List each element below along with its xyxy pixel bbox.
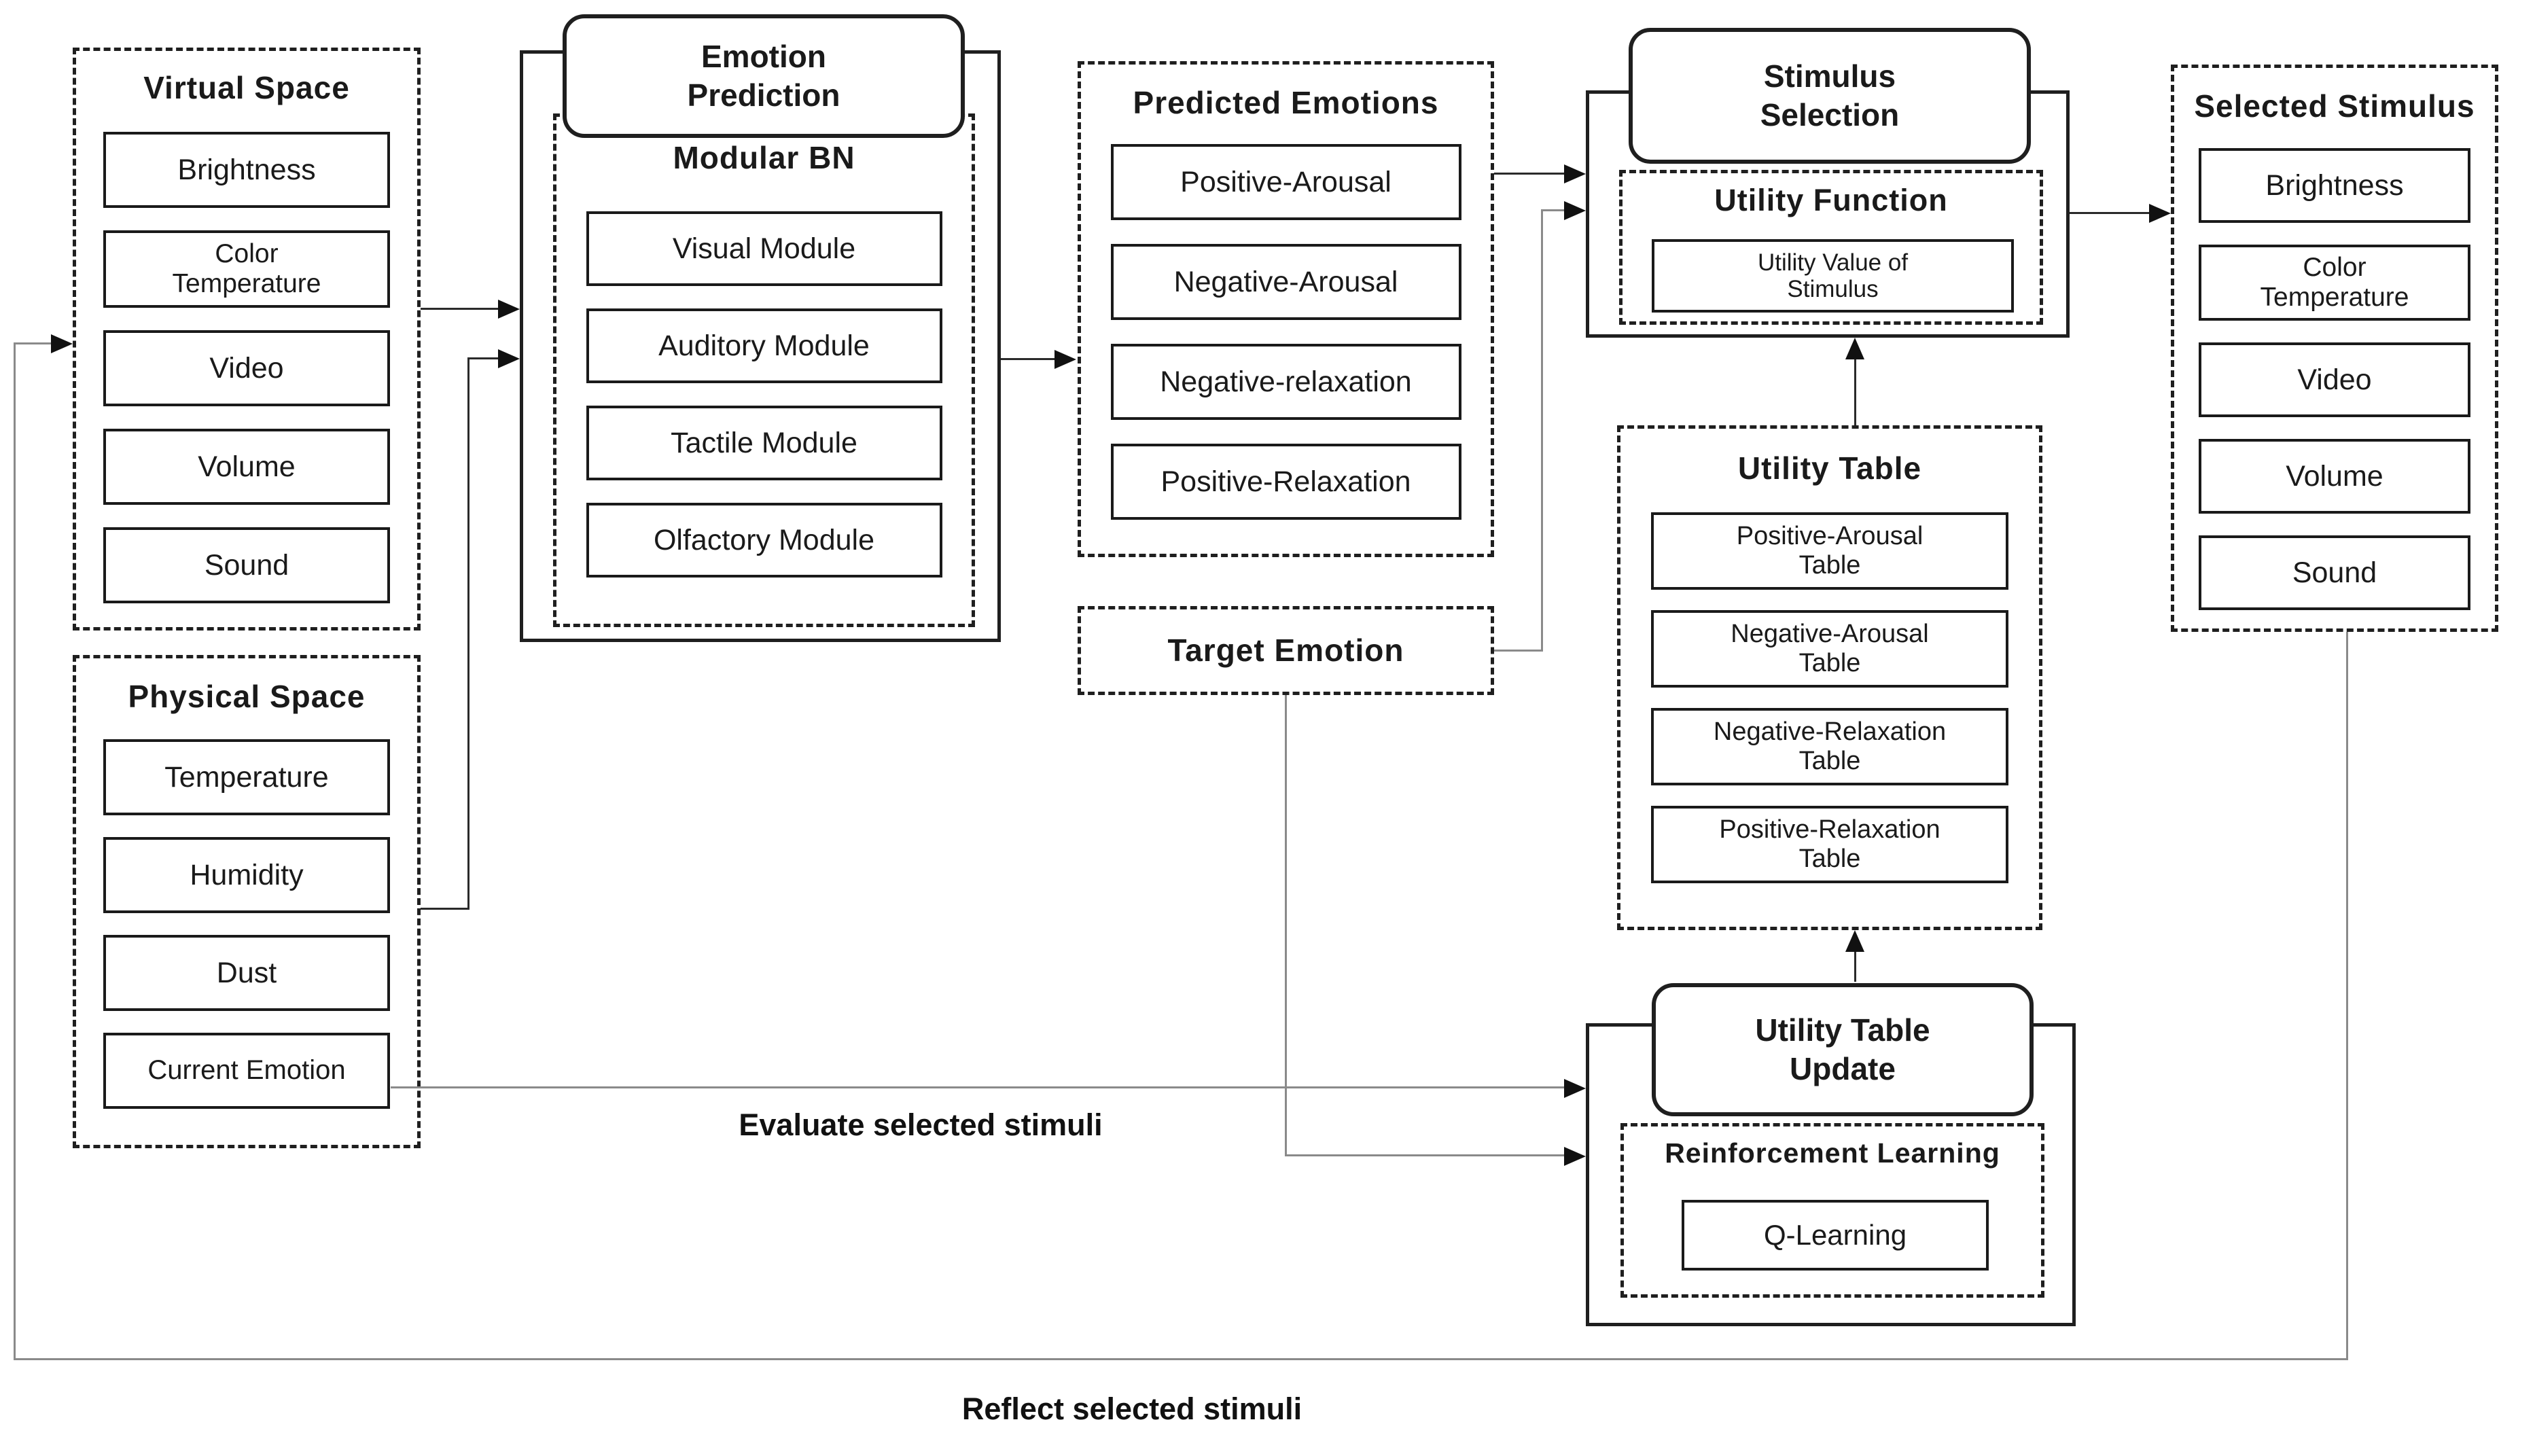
connector-feedback-entry-line [14,342,52,344]
selected-stimulus-title: Selected Stimulus [2194,88,2475,124]
modular-bn-group: Modular BN Visual Module Auditory Module… [553,113,975,627]
connector-feedback-right-riser [2346,632,2348,1360]
module-olfactory: Olfactory Module [586,502,942,578]
predicted-emotion-positive-arousal: Positive-Arousal [1110,143,1461,220]
virtual-space-item-volume: Volume [103,428,390,505]
selected-stimulus-item-volume: Volume [2199,438,2470,514]
connector-feedback-arrowhead [51,334,73,353]
module-auditory: Auditory Module [586,308,942,383]
emotion-prediction-tab: Emotion Prediction [563,14,965,138]
virtual-space-item-brightness: Brightness [103,131,390,208]
connector-table-to-selection-arrowhead [1845,338,1864,359]
selected-stimulus-item-sound: Sound [2199,535,2470,610]
reflect-selected-stimuli-label: Reflect selected stimuli [961,1391,1302,1426]
connector-table-to-selection-line [1854,358,1856,425]
virtual-space-item-sound: Sound [103,527,390,603]
connector-physical-to-prediction-seg2 [467,357,499,359]
virtual-space-item-color-temperature: Color Temperature [103,230,390,308]
utility-function-group: Utility Function Utility Value of Stimul… [1619,170,2043,325]
connector-target-to-selection-seg2 [1541,209,1565,211]
emotion-prediction-group: Emotion Prediction Modular BN Visual Mod… [520,14,1001,642]
reinforcement-learning-title: Reinforcement Learning [1665,1137,2000,1169]
reinforcement-learning-group: Reinforcement Learning Q-Learning [1620,1123,2044,1298]
connector-selection-to-stimulus-line [2070,212,2150,214]
connector-emotions-to-selection-arrowhead [1564,164,1586,183]
stimulus-selection-tab: Stimulus Selection [1629,28,2031,164]
connector-virtual-to-prediction-line [421,308,499,310]
connector-update-to-table-arrowhead [1845,930,1864,952]
connector-virtual-to-prediction-arrowhead [498,300,520,319]
predicted-emotion-negative-relaxation: Negative-relaxation [1110,343,1461,420]
selected-stimulus-group: Selected Stimulus Brightness Color Tempe… [2171,65,2498,632]
connector-selection-to-stimulus-arrowhead [2149,204,2171,223]
connector-current-emotion-to-update-line [391,1086,1565,1088]
connector-current-emotion-to-update-arrowhead [1564,1079,1586,1098]
physical-space-item-temperature: Temperature [103,739,390,815]
connector-target-to-update-line [1285,1154,1565,1156]
utility-table-group: Utility Table Positive-Arousal Table Neg… [1617,425,2042,930]
connector-feedback-bottom-line [14,1358,2348,1360]
stimulus-selection-group: Stimulus Selection Utility Function Util… [1586,28,2070,338]
connector-physical-to-prediction-riser [467,357,469,910]
utility-table-title: Utility Table [1737,450,1922,486]
target-emotion-box: Target Emotion [1078,606,1494,695]
evaluate-selected-stimuli-label: Evaluate selected stimuli [739,1107,1103,1142]
utility-table-positive-arousal: Positive-Arousal Table [1651,512,2008,590]
connector-feedback-left-riser [14,342,16,1360]
utility-function-title: Utility Function [1714,183,1948,217]
modular-bn-title: Modular BN [673,140,855,175]
utility-table-update-tab: Utility Table Update [1652,983,2034,1116]
connector-physical-to-prediction-seg1 [421,908,469,910]
physical-space-item-current-emotion: Current Emotion [103,1032,390,1109]
predicted-emotion-negative-arousal: Negative-Arousal [1110,243,1461,320]
module-tactile: Tactile Module [586,405,942,480]
utility-table-negative-relaxation: Negative-Relaxation Table [1651,707,2008,785]
utility-table-negative-arousal: Negative-Arousal Table [1651,609,2008,688]
physical-space-item-dust: Dust [103,934,390,1011]
utility-value-of-stimulus-box: Utility Value of Stimulus [1652,239,2014,313]
virtual-space-item-video: Video [103,330,390,406]
physical-space-item-humidity: Humidity [103,836,390,913]
connector-target-to-update-riser [1285,695,1287,1156]
target-emotion-title: Target Emotion [1167,633,1404,669]
connector-emotions-to-selection-line [1494,173,1565,175]
virtual-space-group: Virtual Space Brightness Color Temperatu… [73,48,421,631]
selected-stimulus-item-video: Video [2199,342,2470,417]
connector-target-to-update-arrowhead [1564,1147,1586,1166]
predicted-emotion-positive-relaxation: Positive-Relaxation [1110,443,1461,520]
predicted-emotions-title: Predicted Emotions [1133,85,1439,120]
virtual-space-title: Virtual Space [143,70,350,105]
utility-table-positive-relaxation: Positive-Relaxation Table [1651,805,2008,883]
selected-stimulus-item-brightness: Brightness [2199,147,2470,223]
physical-space-title: Physical Space [128,679,366,714]
connector-target-to-selection-riser [1541,209,1543,652]
physical-space-group: Physical Space Temperature Humidity Dust… [73,655,421,1148]
module-visual: Visual Module [586,211,942,286]
connector-target-to-selection-seg1 [1494,650,1543,652]
utility-table-update-group: Utility Table Update Reinforcement Learn… [1586,983,2076,1326]
predicted-emotions-group: Predicted Emotions Positive-Arousal Nega… [1078,61,1494,557]
connector-target-to-selection-arrowhead [1564,201,1586,220]
selected-stimulus-item-color-temperature: Color Temperature [2199,244,2470,321]
connector-physical-to-prediction-arrowhead [498,349,520,368]
connector-prediction-to-emotions-arrowhead [1054,350,1076,369]
q-learning-box: Q-Learning [1682,1200,1989,1271]
connector-update-to-table-line [1854,951,1856,982]
connector-prediction-to-emotions-line [1001,358,1057,360]
